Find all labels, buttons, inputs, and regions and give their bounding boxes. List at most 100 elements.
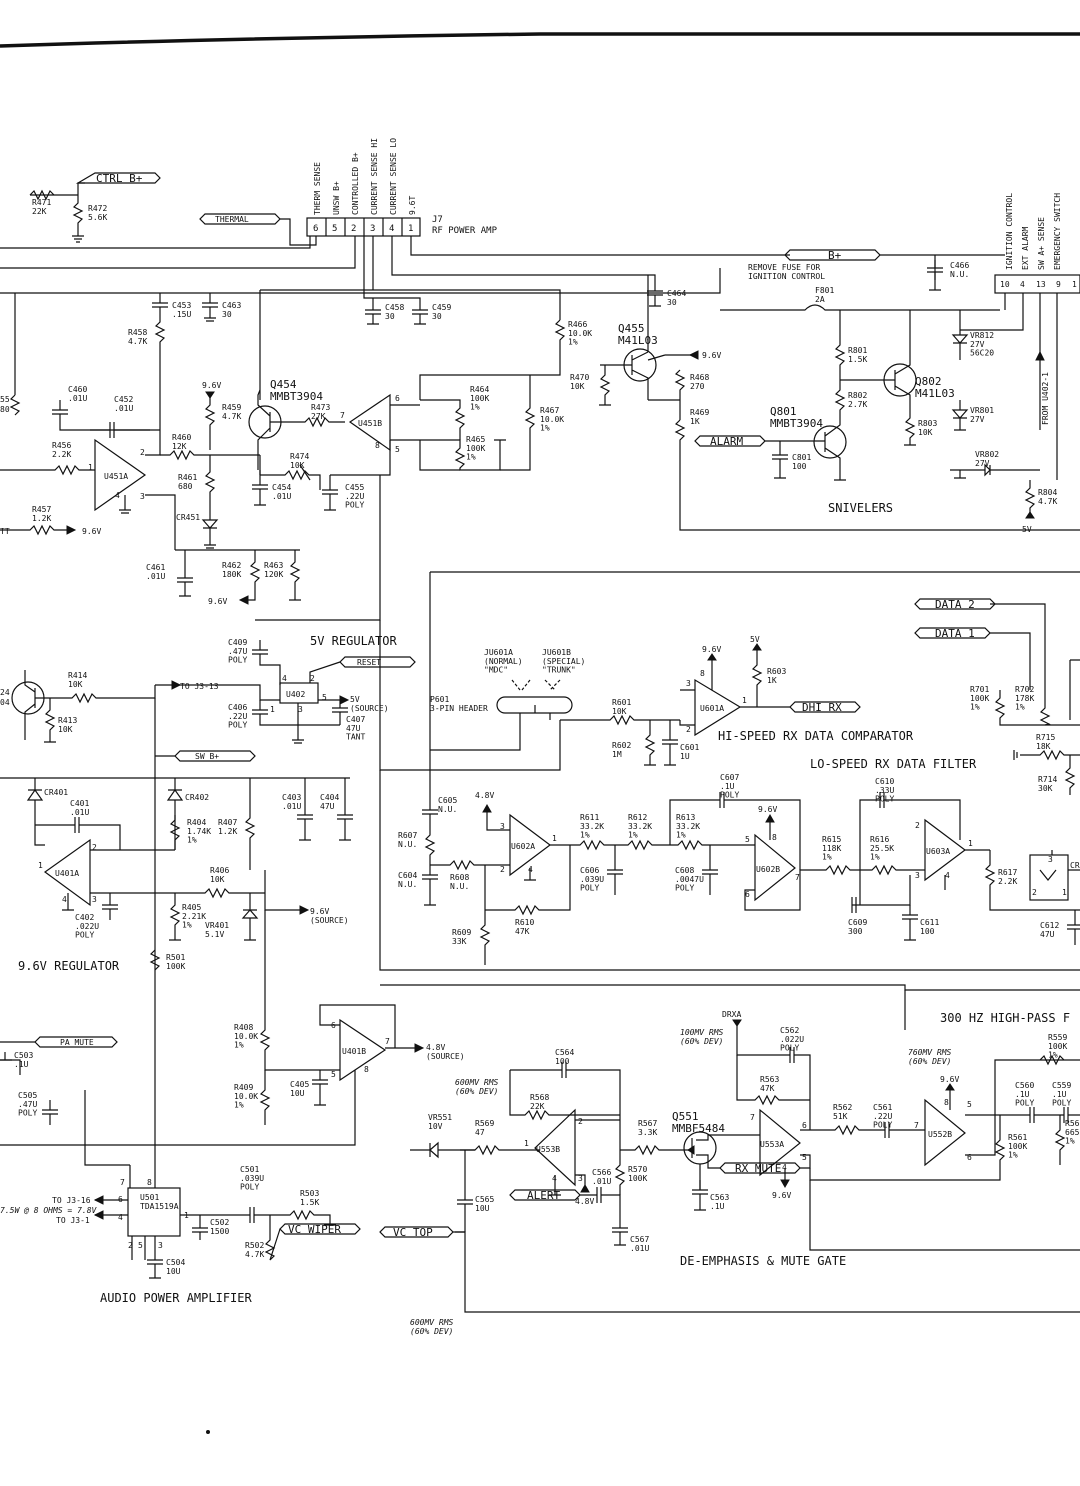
- capacitor-c503: C503.1U: [0, 1051, 33, 1069]
- j7-signal-2: UNSW B+: [332, 181, 341, 215]
- section-title-9-6v-regulator: 9.6V REGULATOR: [18, 959, 120, 973]
- svg-text:7: 7: [340, 411, 345, 420]
- svg-text:U451B: U451B: [358, 419, 382, 428]
- label-600mv-a: 600MV RMS(60% DEV): [455, 1078, 499, 1096]
- diode-cr402: CR402: [166, 778, 209, 850]
- svg-text:RESET: RESET: [357, 658, 381, 667]
- svg-text:8: 8: [772, 833, 777, 842]
- svg-text:5: 5: [395, 445, 400, 454]
- svg-text:8: 8: [944, 1098, 949, 1107]
- svg-text:CR402: CR402: [185, 793, 209, 802]
- svg-text:C454.01U: C454.01U: [272, 483, 291, 501]
- svg-text:9: 9: [1056, 280, 1061, 289]
- flag-dhi-rx: DHI RX: [789, 701, 861, 714]
- svg-text:CR: CR: [1070, 861, 1080, 870]
- svg-text:8: 8: [375, 441, 380, 450]
- svg-text:2: 2: [915, 821, 920, 830]
- label-5v-source: 5V(SOURCE): [350, 695, 389, 713]
- svg-text:4.8V: 4.8V: [575, 1197, 594, 1206]
- capacitor-c401: C401.01U: [35, 799, 121, 850]
- j7-pin-4: 3: [370, 224, 375, 234]
- svg-text:C452.01U: C452.01U: [114, 395, 133, 413]
- svg-text:IGNITION CONTROL: IGNITION CONTROL: [1005, 193, 1014, 270]
- opamp-u602b: U602B 56 78 9.6V: [744, 805, 820, 911]
- j7-pin-3: 2: [351, 224, 356, 234]
- svg-text:CR451: CR451: [176, 513, 200, 522]
- svg-text:6: 6: [967, 1153, 972, 1162]
- diode-cr401: CR401: [26, 778, 68, 846]
- flag-data2: DATA 2: [914, 598, 996, 611]
- label-4-8v-source: 4.8V(SOURCE): [426, 1043, 465, 1061]
- opamp-u451b: U451B 65 78: [340, 393, 420, 454]
- svg-text:9.6V: 9.6V: [702, 645, 721, 654]
- svg-text:U401B: U401B: [342, 1047, 366, 1056]
- svg-text:4: 4: [115, 491, 120, 500]
- svg-text:9.6V: 9.6V: [940, 1075, 959, 1084]
- arrow-96v-source: 9.6V(SOURCE): [264, 870, 349, 925]
- svg-text:10: 10: [1000, 280, 1010, 289]
- svg-text:ALERT: ALERT: [527, 1189, 560, 1202]
- svg-text:EMERGENCY SWITCH: EMERGENCY SWITCH: [1053, 193, 1062, 270]
- flag-vc-wiper: VC WIPER: [279, 1223, 361, 1236]
- flag-pa-mute: PA MUTE: [34, 1036, 118, 1048]
- svg-text:5: 5: [967, 1100, 972, 1109]
- capacitor-c454: C454.01U: [252, 470, 291, 506]
- svg-text:3: 3: [158, 1241, 163, 1250]
- svg-text:C453.15U: C453.15U: [172, 301, 191, 319]
- svg-text:3: 3: [686, 679, 691, 688]
- svg-text:3: 3: [915, 871, 920, 880]
- sheet-border-top: [0, 32, 1080, 48]
- wire-u451b-loop: [255, 440, 391, 621]
- svg-text:7: 7: [750, 1113, 755, 1122]
